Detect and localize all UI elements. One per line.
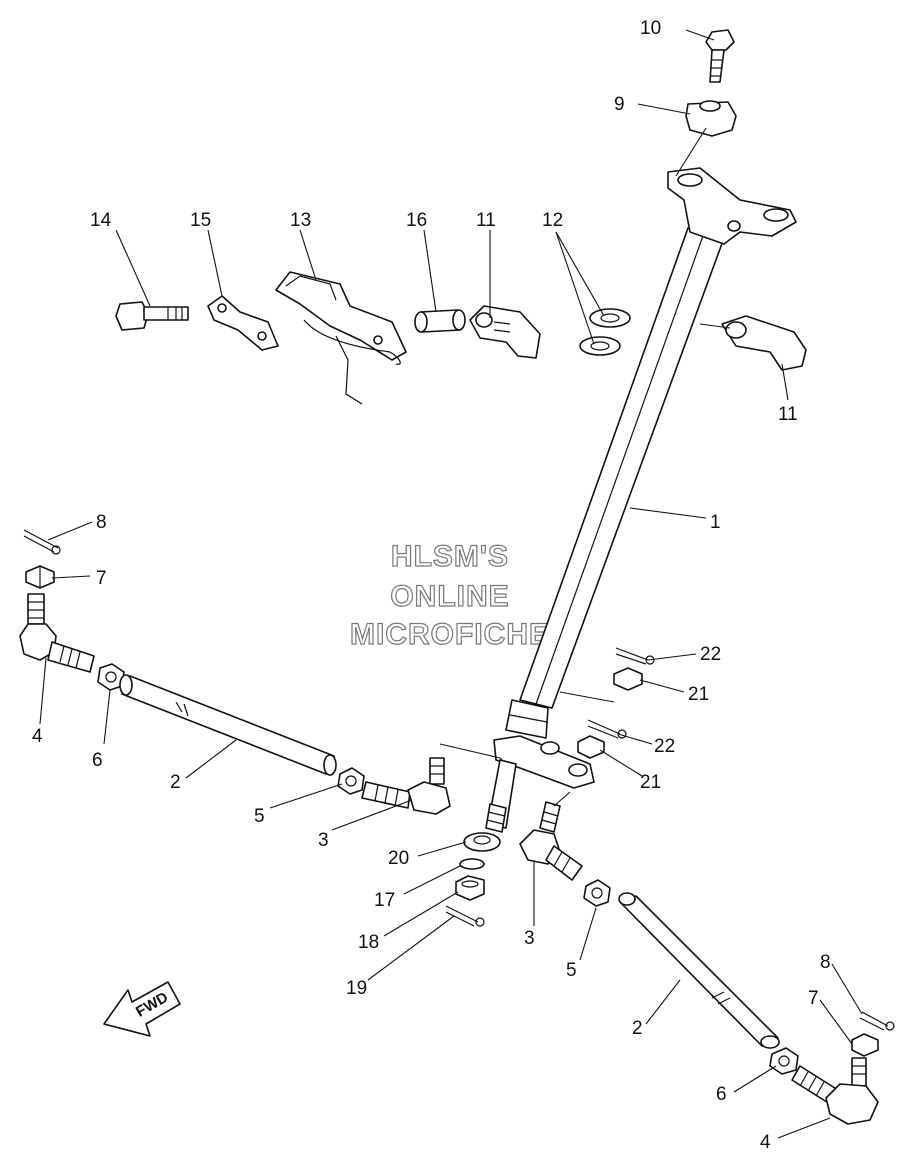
cotter-pin-22-upper <box>615 647 655 665</box>
nut-6-right <box>769 1047 799 1075</box>
callout-6-right: 6 <box>716 1084 727 1105</box>
callouts: 10 9 14 15 13 16 11 12 11 1 8 7 4 6 2 5 … <box>32 18 831 1153</box>
washer-20 <box>463 832 501 852</box>
tie-rod-2-right <box>618 892 780 1049</box>
callout-6-left: 6 <box>92 750 103 771</box>
nut-7-right <box>851 1033 879 1057</box>
cotter-pin-8-right <box>859 1011 895 1031</box>
forward-arrow-icon: FWD <box>103 981 181 1037</box>
nut-21-lower <box>577 735 605 759</box>
callout-16: 16 <box>406 210 427 231</box>
cotter-pin-8-left <box>23 529 61 555</box>
bolt-14 <box>115 301 189 331</box>
callout-13: 13 <box>290 210 311 231</box>
callout-17: 17 <box>374 890 395 911</box>
callout-12: 12 <box>542 210 563 231</box>
callout-4-left: 4 <box>32 726 43 747</box>
bracket-13 <box>275 271 407 405</box>
callout-14: 14 <box>90 210 112 231</box>
watermark-line-2: ONLINE <box>390 580 509 613</box>
nut-7-left <box>25 565 55 589</box>
nut-5-left <box>337 767 365 795</box>
callout-22-upper: 22 <box>700 644 721 665</box>
callout-2-left: 2 <box>170 772 181 793</box>
callout-5-right: 5 <box>566 960 577 981</box>
callout-20: 20 <box>388 848 409 869</box>
callout-21-upper: 21 <box>688 684 709 705</box>
callout-10: 10 <box>640 18 661 39</box>
watermark: HLSM'S ONLINE MICROFICHE <box>349 539 550 651</box>
callout-3-left: 3 <box>318 830 329 851</box>
clamp-11-right <box>721 315 807 371</box>
tie-rod-2-left <box>119 674 337 776</box>
plate-15 <box>207 295 279 351</box>
callout-11-right: 11 <box>778 404 798 425</box>
watermark-line-1: HLSM'S <box>391 540 509 573</box>
callout-15: 15 <box>190 210 211 231</box>
tie-rod-end-3-right <box>519 801 583 881</box>
cotter-pin-19 <box>445 905 485 927</box>
nut-21-upper <box>613 667 643 691</box>
callout-7-right: 7 <box>808 988 819 1009</box>
washers-12 <box>579 308 631 356</box>
callout-2-right: 2 <box>632 1018 643 1039</box>
callout-21-lower: 21 <box>640 772 661 793</box>
callout-11-upper: 11 <box>476 210 496 231</box>
callout-5-left: 5 <box>254 806 265 827</box>
nut-18 <box>455 875 485 901</box>
clamp-9 <box>685 100 737 137</box>
callout-7-left: 7 <box>96 568 107 589</box>
leader-lines <box>39 29 863 1139</box>
washer-17 <box>459 858 485 870</box>
tie-rod-end-4-left <box>19 593 95 673</box>
nut-5-right <box>583 879 611 907</box>
callout-1: 1 <box>710 512 721 533</box>
bolt-10 <box>705 29 735 83</box>
tie-rod-end-3-left <box>361 757 451 815</box>
steering-column <box>485 167 797 833</box>
callout-18: 18 <box>358 932 379 953</box>
watermark-line-3: MICROFICHE <box>350 618 550 651</box>
clamp-11-upper <box>469 305 541 359</box>
collar-16 <box>414 309 466 333</box>
callout-8-right: 8 <box>820 952 831 973</box>
callout-19: 19 <box>346 978 367 999</box>
callout-8-left: 8 <box>96 512 107 533</box>
callout-3-right: 3 <box>524 928 535 949</box>
cotter-pin-22-lower <box>587 719 627 739</box>
callout-9: 9 <box>614 94 625 115</box>
callout-4-right: 4 <box>760 1132 771 1153</box>
callout-22-lower: 22 <box>654 736 675 757</box>
tie-rod-end-4-right <box>791 1057 879 1125</box>
